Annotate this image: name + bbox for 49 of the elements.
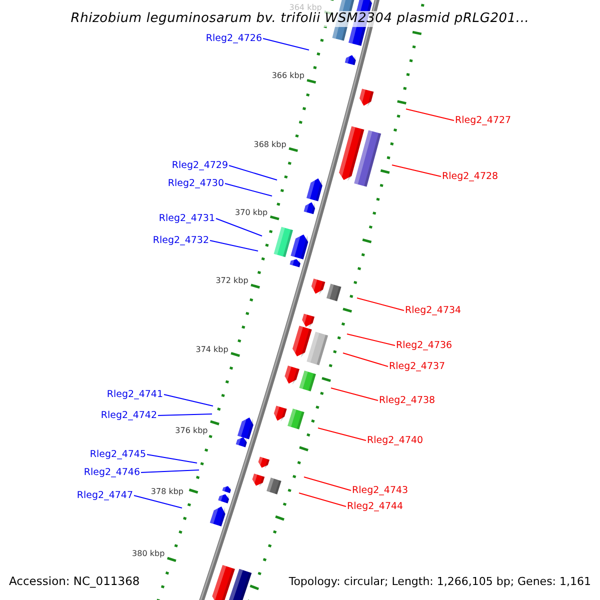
leader-line: [346, 334, 396, 346]
gene-label: Rleg2_4738: [379, 395, 436, 406]
scale-label: 368 kbp: [254, 140, 286, 149]
scale-label: 378 kbp: [150, 487, 184, 496]
gene-label: Rleg2_4742: [100, 410, 157, 421]
leader-line: [318, 428, 366, 441]
leader-line: [304, 476, 352, 491]
scale-label: 366 kbp: [272, 71, 304, 80]
leader-line: [164, 394, 214, 406]
gene-label: Rleg2_4731: [158, 213, 215, 224]
leader-line: [216, 218, 262, 236]
leader-line: [392, 164, 442, 177]
gene-label: Rleg2_4727: [455, 115, 512, 126]
leader-line: [224, 183, 272, 196]
gene-label: Rleg2_4734: [405, 305, 462, 316]
leader-line: [262, 38, 310, 50]
leader-line: [406, 108, 454, 121]
gene-label: Rleg2_4747: [76, 490, 133, 501]
scale-label: 364 kbp: [289, 3, 322, 12]
gene-label: Rleg2_4744: [347, 501, 404, 512]
gene-label: Rleg2_4728: [442, 171, 498, 182]
leader-line: [330, 388, 378, 401]
leader-line: [158, 414, 212, 416]
gene-label: Rleg2_4745: [90, 449, 146, 460]
leader-line: [342, 352, 388, 367]
gene-label: Rleg2_4729: [172, 160, 228, 171]
accession-text: Accession: NC_011368: [9, 574, 140, 589]
gene-label: Rleg2_4736: [396, 340, 452, 351]
genome-summary-text: Topology: circular; Length: 1,266,105 bp; Genes: 1,161: [286, 574, 593, 589]
leader-line: [228, 165, 278, 180]
gene-label: Rleg2_4740: [367, 435, 424, 446]
gene-label: Rleg2_4741: [106, 389, 163, 400]
leader-line: [298, 492, 346, 507]
scale-label: 374 kbp: [196, 344, 228, 354]
gene-label: Rleg2_4726: [206, 33, 262, 44]
gene-label: Rleg2_4732: [152, 235, 209, 246]
leader-line: [134, 495, 182, 508]
leader-line: [146, 454, 198, 464]
scale-label: 372 kbp: [216, 276, 248, 286]
leader-line: [210, 240, 258, 252]
scale-label: 370 kbp: [235, 208, 268, 217]
gene-label: Rleg2_4746: [84, 467, 140, 478]
gene-label: Rleg2_4730: [168, 178, 224, 189]
scale-label: 376 kbp: [175, 426, 208, 435]
scale-label: 380 kbp: [132, 549, 165, 558]
gene-label: Rleg2_4743: [352, 485, 408, 496]
gene-label: Rleg2_4737: [389, 361, 446, 372]
leader-line: [356, 298, 404, 311]
leader-line: [140, 470, 200, 473]
